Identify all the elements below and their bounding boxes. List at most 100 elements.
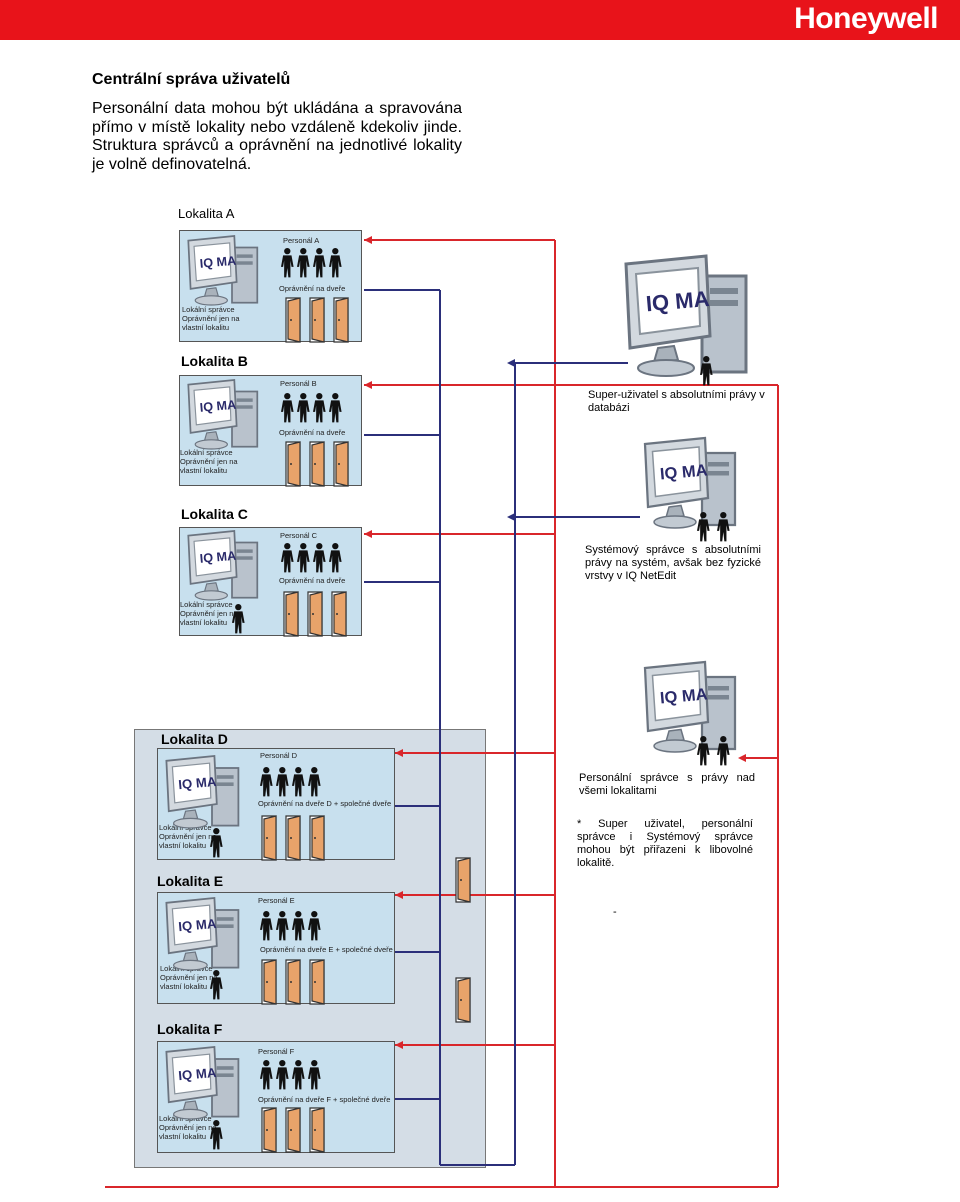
person-icon-f-1 <box>260 1060 273 1090</box>
site-title-b: Lokalita B <box>181 353 248 369</box>
super-user-person-icon <box>700 356 713 386</box>
person-icon-e-4 <box>308 911 321 941</box>
svg-text:IQ MA: IQ MA <box>178 916 218 934</box>
person-icon-e-3 <box>292 911 305 941</box>
person-icon-d-3 <box>292 767 305 797</box>
person-icon-d-4 <box>308 767 321 797</box>
site-title-c: Lokalita C <box>181 506 248 522</box>
person-icon-d-1 <box>260 767 273 797</box>
perm-label-f: Oprávnění na dveře F + společné dveře <box>258 1095 391 1104</box>
system-admin-person-icon-2 <box>717 512 730 542</box>
svg-text:IQ MA: IQ MA <box>199 254 237 271</box>
stray-dash: - <box>613 906 617 918</box>
person-icon-c-4 <box>329 543 342 573</box>
admin-person-icon-e <box>210 970 223 1000</box>
computer-icon-b: IQ MA <box>187 379 259 450</box>
door-icon-d-2 <box>285 815 301 861</box>
person-icon-a-2 <box>297 248 310 278</box>
person-icon-b-3 <box>313 393 326 423</box>
door-icon-e-3 <box>309 959 325 1005</box>
personnel-admin-text: Personální správce s právy nad všemi lok… <box>579 772 755 797</box>
door-icon-a-1 <box>285 297 301 343</box>
door-icon-f-2 <box>285 1107 301 1153</box>
person-icon-b-1 <box>281 393 294 423</box>
shared-door-icon-2 <box>455 977 471 1023</box>
personnel-admin-person-icon-2 <box>717 736 730 766</box>
site-title-e: Lokalita E <box>157 873 224 889</box>
person-icon-c-2 <box>297 543 310 573</box>
page-title: Centrální správa uživatelů <box>92 71 291 88</box>
admin-person-icon-d <box>210 828 223 858</box>
personnel-label-b: Personál B <box>280 379 317 388</box>
system-admin-computer-icon: IQ MA <box>643 436 737 529</box>
perm-label-d: Oprávnění na dveře D + společné dveře <box>258 799 392 808</box>
person-icon-d-2 <box>276 767 289 797</box>
person-icon-f-3 <box>292 1060 305 1090</box>
svg-text:IQ MA: IQ MA <box>178 1065 218 1083</box>
svg-text:IQ MA: IQ MA <box>659 461 708 483</box>
personnel-label-e: Personál E <box>258 896 295 905</box>
person-icon-e-2 <box>276 911 289 941</box>
computer-icon-a: IQ MA <box>187 235 259 306</box>
computer-icon-d: IQ MA <box>165 755 240 829</box>
brand-bar: Honeywell <box>0 0 960 40</box>
door-icon-c-1 <box>283 591 299 637</box>
door-icon-c-2 <box>307 591 323 637</box>
admin-person-icon-c <box>232 604 245 634</box>
intro-paragraph: Personální data mohou být ukládána a spr… <box>92 100 462 173</box>
computer-icon-c: IQ MA <box>187 530 259 601</box>
shared-door-icon-1 <box>455 857 471 903</box>
person-icon-f-2 <box>276 1060 289 1090</box>
person-icon-f-4 <box>308 1060 321 1090</box>
personnel-admin-person-icon-1 <box>697 736 710 766</box>
person-icon-a-1 <box>281 248 294 278</box>
svg-text:IQ MA: IQ MA <box>199 549 237 566</box>
person-icon-c-3 <box>313 543 326 573</box>
personnel-label-f: Personál F <box>258 1047 295 1056</box>
person-icon-c-1 <box>281 543 294 573</box>
system-admin-person-icon-1 <box>697 512 710 542</box>
site-title-d: Lokalita D <box>161 731 228 747</box>
person-icon-a-4 <box>329 248 342 278</box>
perm-label-e: Oprávnění na dveře E + společné dveře <box>260 945 393 954</box>
super-user-text: Super-uživatel s absolutními právy v dat… <box>588 389 765 414</box>
door-icon-e-1 <box>261 959 277 1005</box>
personnel-label-a: Personál A <box>283 236 320 245</box>
svg-text:IQ MA: IQ MA <box>199 398 237 415</box>
honeywell-logo: Honeywell <box>794 2 938 35</box>
site-title-f: Lokalita F <box>157 1021 223 1037</box>
system-admin-text: Systémový správce s absolutními právy na… <box>585 544 761 582</box>
door-icon-c-3 <box>331 591 347 637</box>
door-icon-d-1 <box>261 815 277 861</box>
assignment-note: * Super uživatel, personální správce i S… <box>577 818 753 869</box>
person-icon-b-4 <box>329 393 342 423</box>
computer-icon-e: IQ MA <box>165 897 240 971</box>
person-icon-e-1 <box>260 911 273 941</box>
door-icon-a-3 <box>333 297 349 343</box>
perm-label-c: Oprávnění na dveře <box>279 576 346 585</box>
door-icon-e-2 <box>285 959 301 1005</box>
super-user-computer-icon: IQ MA <box>624 254 748 377</box>
person-icon-a-3 <box>313 248 326 278</box>
perm-label-b: Oprávnění na dveře <box>279 428 346 437</box>
svg-text:IQ MA: IQ MA <box>645 286 711 316</box>
door-icon-a-2 <box>309 297 325 343</box>
door-icon-b-1 <box>285 441 301 487</box>
site-title-a: Lokalita A <box>178 206 235 221</box>
svg-text:IQ MA: IQ MA <box>178 774 218 792</box>
svg-text:IQ MA: IQ MA <box>659 685 708 707</box>
perm-label-a: Oprávnění na dveře <box>279 284 346 293</box>
door-icon-b-3 <box>333 441 349 487</box>
door-icon-f-3 <box>309 1107 325 1153</box>
door-icon-d-3 <box>309 815 325 861</box>
personnel-label-c: Personál C <box>280 531 318 540</box>
personnel-label-d: Personál D <box>260 751 298 760</box>
admin-person-icon-f <box>210 1120 223 1150</box>
door-icon-b-2 <box>309 441 325 487</box>
computer-icon-f: IQ MA <box>165 1046 240 1120</box>
